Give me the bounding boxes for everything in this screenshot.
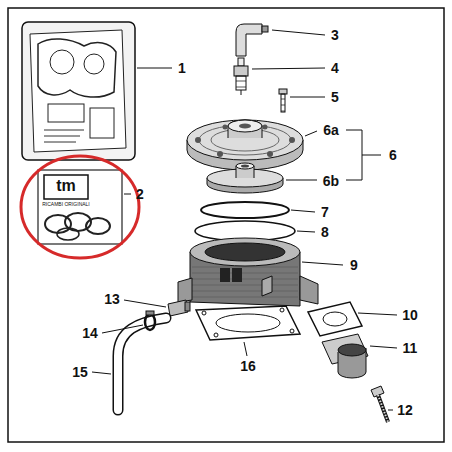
water-fitting: [168, 300, 190, 316]
leader-line: [124, 194, 131, 195]
callout-number: 8: [321, 225, 329, 239]
callout-number: 5: [331, 90, 339, 104]
cylinder: [178, 238, 318, 306]
cylinder-head: [187, 120, 303, 170]
intake-manifold: [322, 334, 368, 378]
highlight-circle: [21, 156, 139, 258]
leader-line: [244, 342, 247, 356]
head-insert: [207, 163, 283, 193]
leader-line: [252, 68, 325, 69]
frame: [8, 8, 444, 442]
manifold-bolt: [371, 386, 388, 422]
callout-number: 14: [82, 326, 98, 340]
callout-number: 9: [350, 258, 358, 272]
logo-text: tm: [56, 178, 76, 194]
base-gasket: [196, 306, 300, 340]
bracket: [346, 130, 381, 180]
gasket-kit: [22, 22, 135, 160]
leader-line: [297, 231, 315, 232]
spark-plug: [234, 58, 248, 95]
callout-number: 13: [104, 292, 120, 306]
leader-line: [137, 68, 172, 69]
leader-line: [370, 346, 397, 348]
leader-line: [302, 262, 343, 265]
callout-number: 2: [136, 187, 144, 201]
spark-plug-cap: [236, 24, 268, 56]
callout-number: 3: [331, 28, 339, 42]
callout-number: 10: [402, 308, 418, 322]
o-ring-bag: [38, 170, 122, 244]
leader-line: [291, 210, 315, 212]
callout-number: 16: [240, 359, 256, 373]
leader-line: [358, 313, 397, 315]
callout-number: 15: [72, 365, 88, 379]
leader-line: [124, 300, 166, 307]
callout-number: 1: [178, 61, 186, 75]
callout-number: 6a: [323, 123, 339, 137]
leader-line: [102, 325, 143, 333]
callout-number: 4: [331, 61, 339, 75]
leader-line: [290, 97, 325, 98]
callout-number: 7: [321, 205, 329, 219]
callout-number: 6: [389, 148, 397, 162]
intake-gasket: [308, 302, 362, 336]
leader-line: [305, 131, 317, 136]
callout-number: 11: [403, 341, 418, 355]
bag-print: RICAMBI ORIGINALI: [42, 202, 90, 207]
leader-line: [388, 410, 393, 411]
hose-clip: [145, 311, 155, 330]
head-bolt: [279, 89, 287, 112]
callout-number: 6b: [323, 174, 339, 188]
water-hose: [118, 318, 166, 410]
leader-line: [272, 30, 325, 35]
head-gasket: [201, 202, 289, 218]
callout-number: 12: [397, 403, 413, 417]
leader-line: [286, 180, 317, 181]
leader-line: [92, 372, 111, 374]
